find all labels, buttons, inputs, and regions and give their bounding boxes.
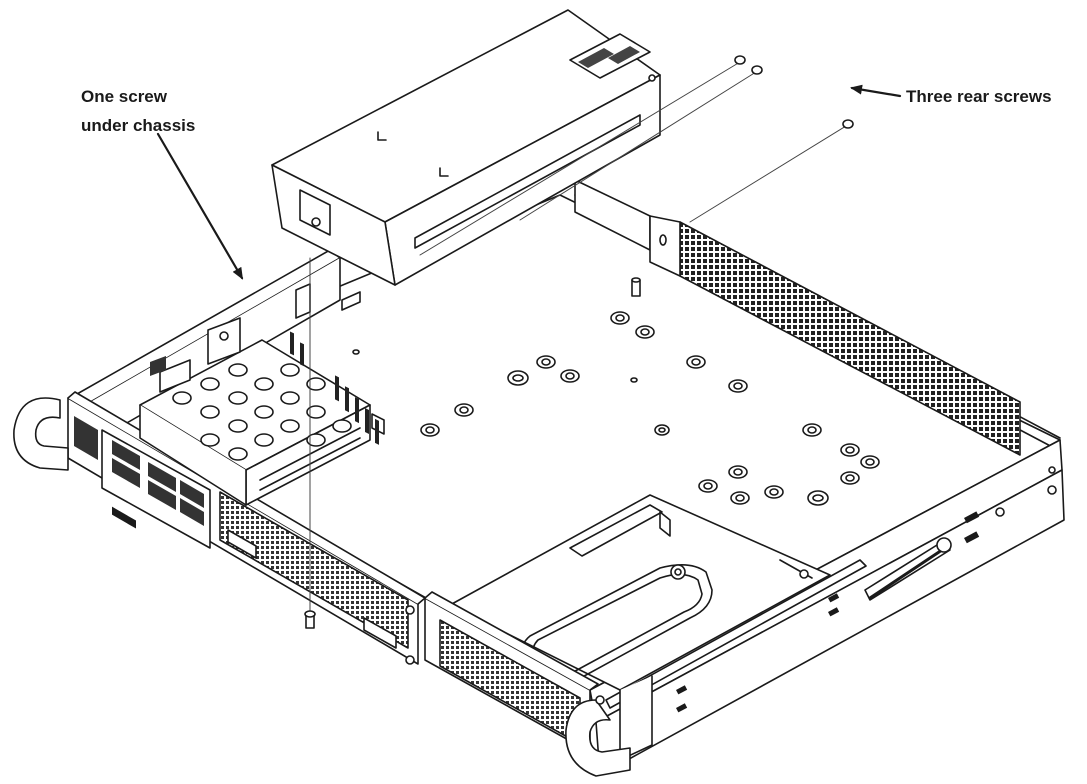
one-screw-arrow — [156, 132, 244, 280]
bottom-screw — [304, 257, 316, 629]
one-screw-label: One screw under chassis — [81, 82, 195, 140]
three-rear-screws-label: Three rear screws — [906, 87, 1052, 106]
floor-standoffs — [352, 277, 880, 506]
rail-slots — [676, 511, 980, 713]
hdd-cage — [139, 339, 385, 506]
riser-bracket — [449, 494, 867, 761]
three-screws-arrow — [850, 84, 902, 98]
one-screw-label-line1: One screw — [81, 87, 167, 106]
psu-front-vents — [290, 331, 379, 445]
one-screw-label-line2: under chassis — [81, 116, 196, 135]
left-handle — [13, 397, 69, 471]
right-handle — [565, 699, 631, 777]
rear-screws — [419, 55, 854, 256]
right-front-panel — [424, 591, 631, 777]
power-supply-module — [271, 9, 661, 445]
